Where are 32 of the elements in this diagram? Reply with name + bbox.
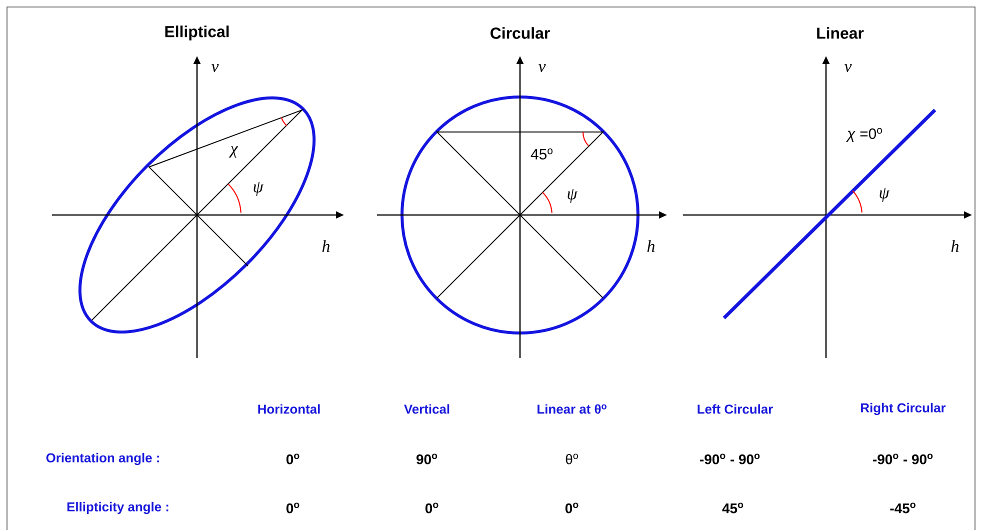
row-header: Orientation angle :: [46, 452, 159, 466]
axis-label: ν: [538, 64, 546, 72]
table-value: 0$^{o}$: [286, 454, 300, 464]
angle-label: χ: [228, 146, 238, 158]
axis-label: ν: [844, 64, 852, 72]
angle-label: χ =0$^{o}$: [846, 128, 882, 142]
axis-label: h: [647, 240, 655, 252]
table-value: 45$^{o}$: [722, 502, 744, 514]
angle-label: ψ: [880, 188, 890, 202]
angle-label: 45$^{o}$: [530, 148, 553, 160]
column-header: Left Circular: [698, 404, 773, 414]
table-value: 0$^{o}$: [425, 502, 438, 514]
axis-label: h: [951, 240, 959, 252]
table-value: -90$^{o}$ - 90$^{o}$: [873, 454, 933, 464]
column-header: Vertical: [404, 404, 450, 414]
table-value: -45$^{o}$: [890, 502, 916, 514]
panel-title: Linear: [817, 27, 864, 39]
axis-label: ν: [211, 64, 219, 72]
table-value: 90$^{o}$: [416, 454, 438, 464]
table-value: θ$^{o}$: [566, 454, 578, 464]
panel-title: Circular: [490, 27, 550, 39]
column-header: Right Circular: [861, 402, 946, 416]
column-header: Linear at θ$^{o}$: [538, 404, 606, 414]
angle-label: ψ: [254, 182, 264, 196]
table-value: 0$^{o}$: [565, 502, 578, 514]
column-header: Horizontal: [258, 404, 320, 414]
axis-label: h: [322, 240, 330, 252]
table-value: -90$^{o}$ - 90$^{o}$: [700, 454, 760, 464]
panel-title: Elliptical: [165, 26, 229, 40]
table-value: 0$^{o}$: [286, 502, 300, 514]
row-header: Ellipticity angle :: [67, 502, 168, 514]
angle-label: ψ: [568, 189, 578, 203]
